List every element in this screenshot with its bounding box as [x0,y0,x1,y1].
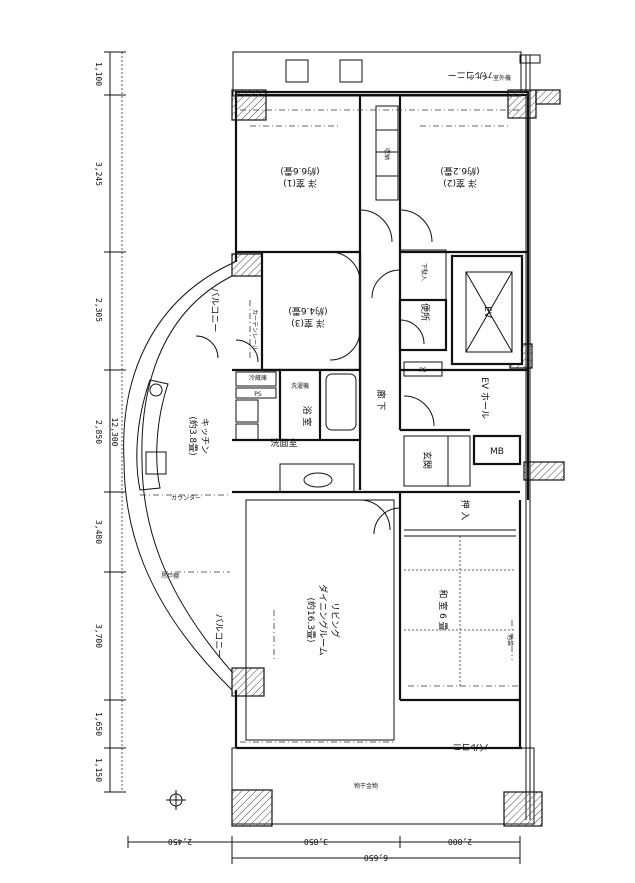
entrance-name: 玄関 [421,451,433,469]
dim-bottom-3: 2,800 [448,837,472,846]
ev-name: EV [482,306,492,319]
upper-cabinet-label: 吊戸棚 [161,572,179,580]
balcony-bottom [231,747,535,825]
outdoor-unit-label: クーラー室外機 [469,74,511,82]
western3-name: 洋 室(3) [291,317,325,329]
balcony-bottom-name: バルコニー [444,741,489,752]
western1-size: (約6.6畳) [280,165,319,177]
dryer-label: 物干金物 [354,782,378,790]
western2-name: 洋 室(2) [443,177,477,189]
dim-bottom-1: 2,450 [168,837,192,846]
japanese-name: 和 室 6 畳 [437,589,449,630]
washroom-name: 洗面室 [270,437,297,449]
toilet-name: 便所 [419,303,431,321]
ps-name-2: PS [254,391,262,398]
tokonoma-label: 地袋 [506,634,514,646]
dim-left-2: 3,245 [94,162,103,186]
balcony-left-curve [123,261,236,691]
column-bottom-right [503,791,543,827]
washer-label: 洗濯機 [291,382,309,390]
curtain-rail-label: カーテンレール [251,309,258,351]
ev-hall-name: EV ホール [479,377,490,419]
storage-name: 収納 [383,148,391,160]
column-top-left [231,89,267,121]
living-name2: ダイニングルーム [317,584,329,656]
sideboard-label: カウンター [171,494,201,502]
balcony-top-name: バルコニー [448,69,493,80]
dim-left-7: 1,650 [94,712,103,736]
dim-left-total: 12,300 [110,418,119,447]
column-mid-left [231,253,263,277]
column-top-right [507,89,537,119]
closet-name: 押 入 [459,500,471,521]
living-size: (約16.3畳) [305,597,317,642]
dim-left-3: 2,305 [94,298,103,322]
balcony-lower-left-name: バルコニー [213,614,224,659]
western3-size: (約4.6畳) [288,305,327,317]
kitchen-size: (約3.8畳) [187,416,199,455]
column-lower-left [231,667,265,697]
dim-bottom-2: 3,850 [304,837,328,846]
hallway-name: 廊 下 [375,390,387,411]
bath-name: 浴 室 [301,406,313,427]
mb-name: MB [490,447,504,457]
living-name: リビング [329,602,341,638]
western2-size: (約6.2畳) [440,165,479,177]
balcony-left-name: バルコニー [209,288,220,333]
ps-name-1: PS [419,367,427,374]
kitchen-name: キッチン [199,418,210,454]
western1-name: 洋 室(1) [283,177,317,189]
dim-bottom-total: 6,650 [364,853,388,862]
dim-left-1: 1,100 [94,62,103,86]
dim-left-5: 3,480 [94,520,103,544]
dim-left-8: 1,150 [94,758,103,782]
dim-left-6: 3,700 [94,624,103,648]
dim-left-4: 2,850 [94,420,103,444]
fridge-label: 冷蔵庫 [249,374,267,382]
column-bottom-left [231,789,273,827]
shoe-name: 下駄入 [420,263,428,281]
